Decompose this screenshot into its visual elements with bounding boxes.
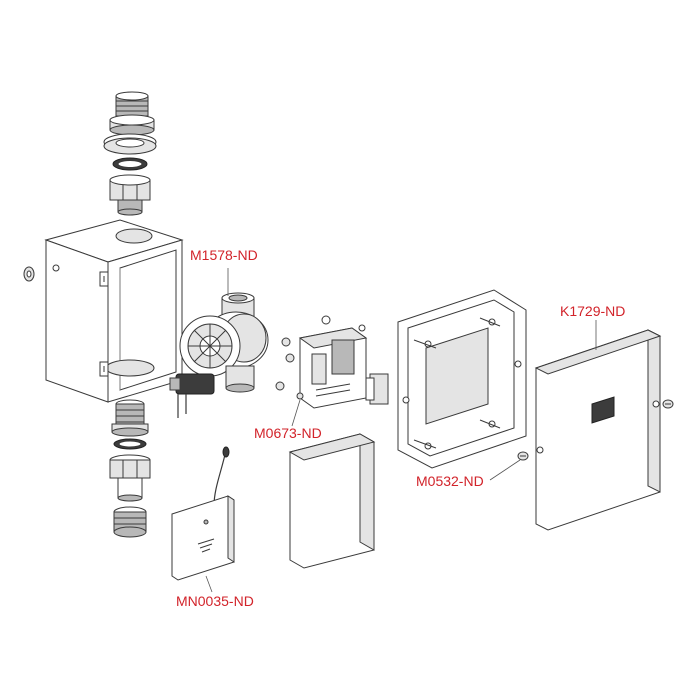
callout-screws: M0532-ND xyxy=(416,473,484,489)
top-fittings xyxy=(103,91,157,216)
power-supply-module xyxy=(171,446,235,581)
bottom-o-ring xyxy=(113,438,147,450)
control-unit xyxy=(275,315,389,409)
bottom-tail-piece xyxy=(113,506,147,538)
top-o-ring xyxy=(112,157,148,171)
mounting-frame xyxy=(397,289,527,469)
leader-control-unit xyxy=(291,399,301,427)
top-threaded-nipple xyxy=(109,91,155,136)
callout-power-supply: MN0035-ND xyxy=(176,593,254,609)
bottom-nut xyxy=(109,454,151,502)
callout-control-unit: M0673-ND xyxy=(254,425,322,441)
cover-screw-right xyxy=(662,399,674,409)
box-side-screw xyxy=(23,266,35,282)
bottom-threaded-nipple xyxy=(111,399,149,437)
cover-screw-left xyxy=(517,451,529,461)
bottom-fittings xyxy=(109,399,151,538)
cover-plate xyxy=(534,329,662,531)
top-washer xyxy=(103,133,157,155)
leader-screws xyxy=(489,459,521,481)
gasket-block xyxy=(288,433,376,569)
installation-box xyxy=(44,219,184,403)
leader-power-supply xyxy=(205,575,213,593)
callout-cover-plate: K1729-ND xyxy=(560,303,625,319)
top-nut xyxy=(109,174,151,216)
callout-valve: M1578-ND xyxy=(190,247,258,263)
solenoid-valve xyxy=(169,292,269,418)
